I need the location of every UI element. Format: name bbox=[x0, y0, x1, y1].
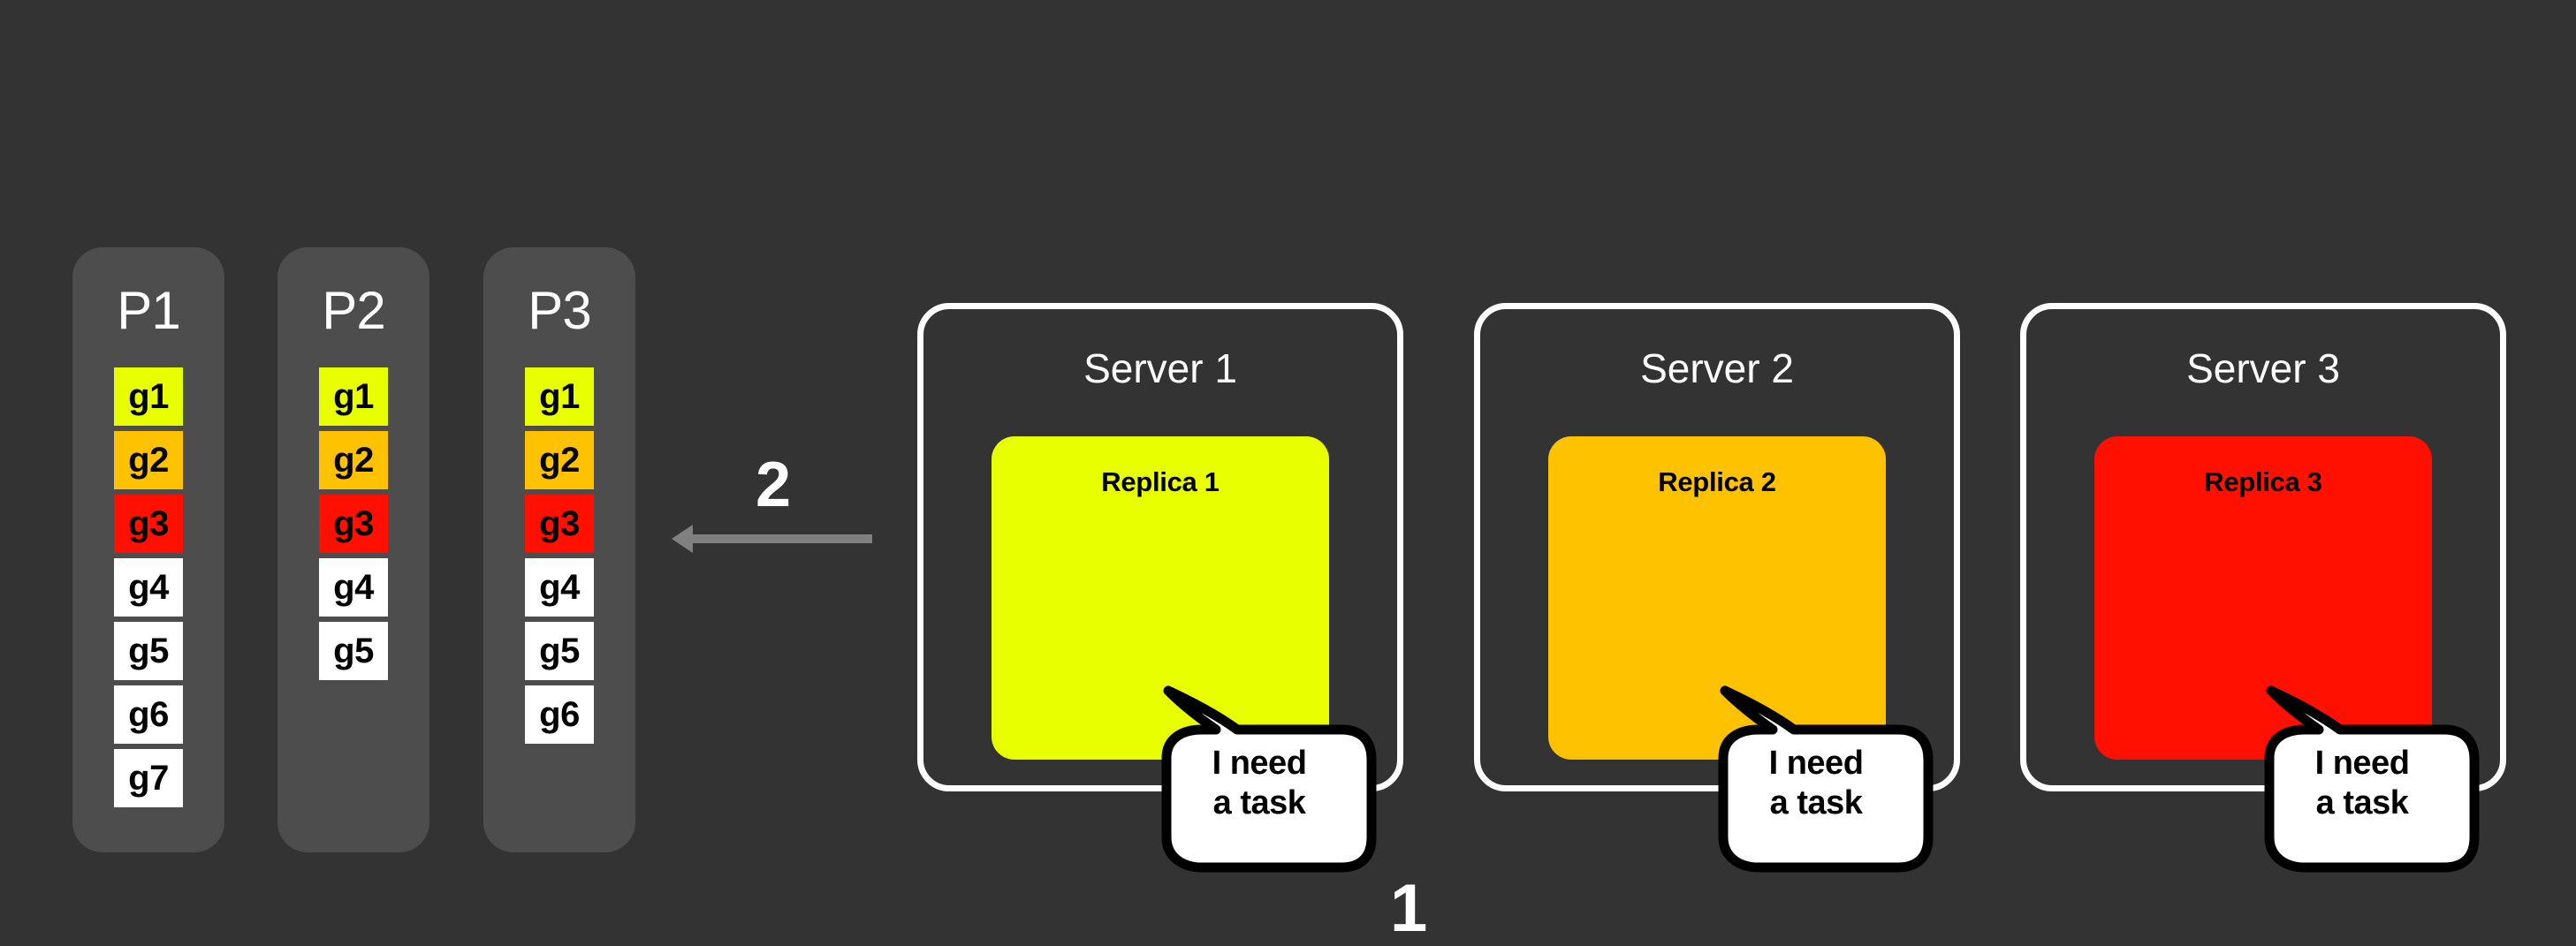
partition-cell[interactable]: g5 bbox=[114, 622, 183, 680]
speech-bubble-icon bbox=[1718, 685, 1934, 873]
partition-cell[interactable]: g2 bbox=[319, 431, 388, 489]
partition-cell[interactable]: g2 bbox=[525, 431, 594, 489]
replica-3-box[interactable]: Replica 3 bbox=[2094, 436, 2432, 760]
server-title: Server 3 bbox=[2186, 345, 2340, 391]
replica-label: Replica 2 bbox=[1658, 466, 1776, 497]
replica-label: Replica 3 bbox=[2204, 466, 2322, 497]
partition-title: P3 bbox=[528, 281, 591, 340]
partition-cell[interactable]: g1 bbox=[114, 367, 183, 426]
partition-cell[interactable]: g7 bbox=[114, 749, 183, 807]
partition-cell[interactable]: g4 bbox=[525, 558, 594, 617]
arrow-left-icon bbox=[672, 525, 872, 553]
partition-cell[interactable]: g6 bbox=[525, 685, 594, 744]
partition-p2[interactable]: P2 g1 g2 g3 g4 g5 bbox=[277, 247, 429, 852]
step-1-label: 1 bbox=[1390, 871, 1428, 946]
partition-title: P2 bbox=[322, 281, 385, 340]
partition-cell[interactable]: g2 bbox=[114, 431, 183, 489]
partition-cell-list: g1 g2 g3 g4 g5 g6 g7 bbox=[72, 367, 224, 807]
partition-cell[interactable]: g6 bbox=[114, 685, 183, 744]
speech-bubble-icon bbox=[1161, 685, 1377, 873]
speech-bubble-icon bbox=[2264, 685, 2480, 873]
server-title: Server 1 bbox=[1083, 345, 1237, 391]
server-title: Server 2 bbox=[1640, 345, 1794, 391]
partition-title: P1 bbox=[117, 281, 180, 340]
partition-p1[interactable]: P1 g1 g2 g3 g4 g5 g6 g7 bbox=[72, 247, 224, 852]
replica-2-box[interactable]: Replica 2 bbox=[1548, 436, 1886, 760]
partition-cell[interactable]: g3 bbox=[114, 495, 183, 553]
partition-p3[interactable]: P3 g1 g2 g3 g4 g5 g6 bbox=[483, 247, 635, 852]
partition-cell[interactable]: g3 bbox=[319, 495, 388, 553]
partition-cell[interactable]: g5 bbox=[319, 622, 388, 680]
partition-cell[interactable]: g5 bbox=[525, 622, 594, 680]
assignment-arrow bbox=[672, 512, 901, 565]
partition-cell[interactable]: g1 bbox=[525, 367, 594, 426]
replica-1-box[interactable]: Replica 1 bbox=[992, 436, 1329, 760]
partition-cell[interactable]: g4 bbox=[114, 558, 183, 617]
partition-cell[interactable]: g1 bbox=[319, 367, 388, 426]
partition-cell[interactable]: g3 bbox=[525, 495, 594, 553]
partition-cell[interactable]: g4 bbox=[319, 558, 388, 617]
replica-label: Replica 1 bbox=[1101, 466, 1220, 497]
step-2-label: 2 bbox=[756, 450, 792, 520]
partition-cell-list: g1 g2 g3 g4 g5 bbox=[277, 367, 429, 680]
partition-cell-list: g1 g2 g3 g4 g5 g6 bbox=[483, 367, 635, 744]
